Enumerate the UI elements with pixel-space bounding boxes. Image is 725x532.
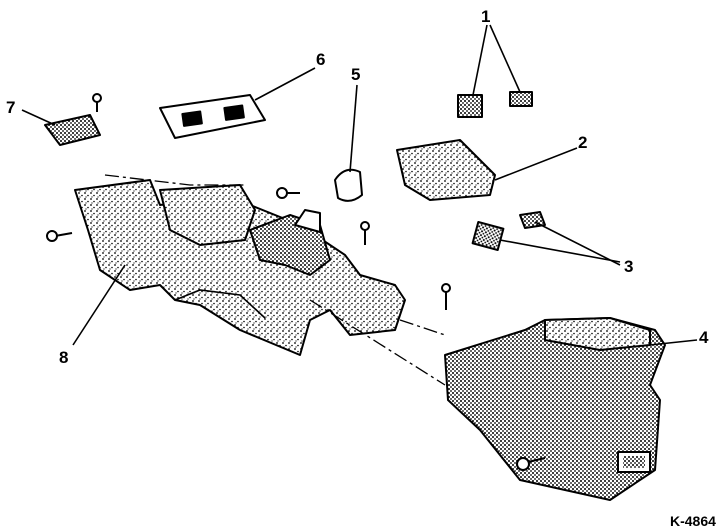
callout-7: 7 [6, 98, 15, 117]
switch-panel-part [159, 94, 266, 139]
gear-knob-part [334, 168, 363, 202]
screws [46, 93, 546, 471]
callout-4: 4 [699, 328, 709, 347]
callout-6: 6 [316, 50, 325, 69]
callout-8: 8 [59, 348, 68, 367]
callout-5: 5 [351, 65, 360, 84]
leader-lines [21, 24, 698, 346]
switches-1-part [457, 91, 533, 118]
callout-1: 1 [481, 7, 490, 26]
switches-3-part [471, 211, 546, 251]
callout-3: 3 [624, 257, 633, 276]
callout-2: 2 [578, 133, 587, 152]
connector-part [44, 114, 101, 146]
tray-part [396, 139, 496, 201]
reference-code: K-4864 [670, 513, 716, 529]
rear-console-part [444, 317, 666, 501]
front-console-part [74, 179, 406, 356]
